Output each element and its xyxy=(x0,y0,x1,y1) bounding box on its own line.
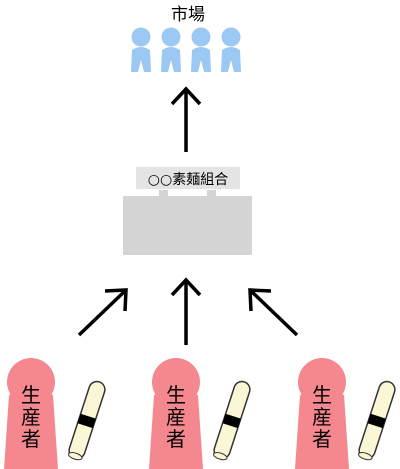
producer-label-char: 者 xyxy=(312,427,332,451)
market-person-icon xyxy=(191,27,211,72)
arrow-producer2-to-union xyxy=(170,277,202,345)
producer-label-char: 者 xyxy=(166,427,186,451)
producer-label-char: 生 xyxy=(312,383,332,407)
arrow-union-to-market xyxy=(170,86,202,152)
market-people-group xyxy=(131,27,241,72)
producer-label-char: 者 xyxy=(21,427,41,451)
noodle-scroll-icon xyxy=(213,380,251,461)
producer-label-char: 産 xyxy=(21,405,41,429)
market-person-icon xyxy=(161,27,181,72)
producer-label-char: 生 xyxy=(166,383,186,407)
producer-figure: 生産者 xyxy=(4,358,58,469)
noodle-scroll-icon xyxy=(68,380,106,461)
union-building xyxy=(123,190,252,255)
arrow-producer3-to-union xyxy=(248,288,299,337)
producer-label-char: 産 xyxy=(166,405,186,429)
arrow-producer1-to-union xyxy=(77,288,128,337)
producer-label-char: 産 xyxy=(312,405,332,429)
market-person-icon xyxy=(131,27,151,72)
market-person-icon xyxy=(221,27,241,72)
noodle-scroll-icon xyxy=(358,380,396,461)
producer-figure: 生産者 xyxy=(149,358,203,469)
union-label-box xyxy=(136,167,240,189)
union-label: ○○素麺組合 xyxy=(148,172,228,188)
producer-label-char: 生 xyxy=(21,383,41,407)
market-title: 市場 xyxy=(171,5,205,25)
producer-figure: 生産者 xyxy=(295,358,349,469)
